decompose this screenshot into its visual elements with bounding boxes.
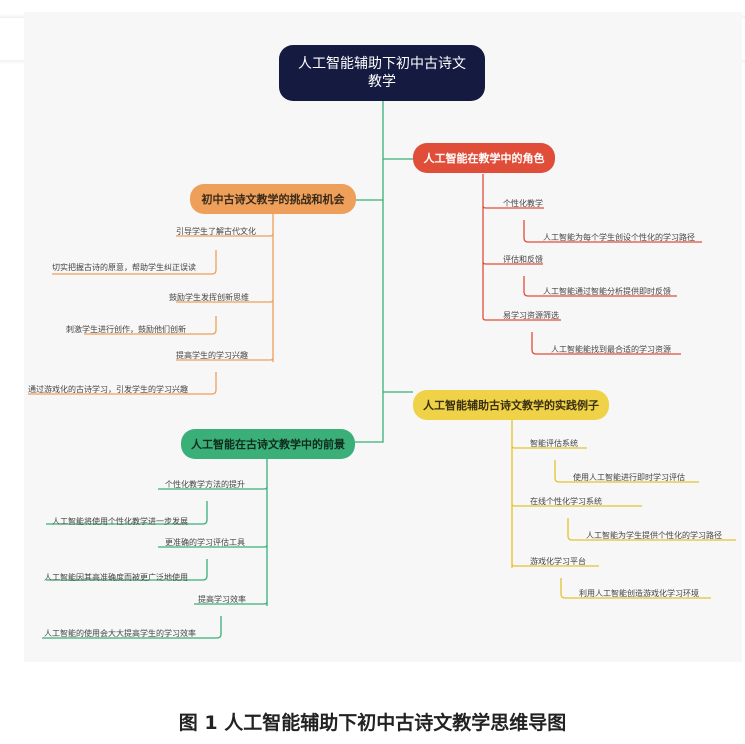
practice-item-1: 智能评估系统 (530, 439, 578, 448)
roles-detail-1: 人工智能为每个学生创设个性化的学习路径 (543, 233, 695, 242)
challenges-item-3: 提高学生的学习兴趣 (176, 351, 248, 360)
prospects-item-1: 个性化教学方法的提升 (165, 480, 245, 489)
practice-item-2: 在线个性化学习系统 (530, 497, 602, 506)
practice-item-3: 游戏化学习平台 (530, 557, 586, 566)
challenges-detail-2: 刺激学生进行创作，鼓励他们创新 (66, 325, 186, 334)
figure-caption: 图 1 人工智能辅助下初中古诗文教学思维导图 (178, 712, 567, 734)
roles-detail-2: 人工智能通过智能分析提供即时反馈 (543, 287, 671, 296)
roles-item-1: 个性化教学 (503, 199, 543, 208)
roles-item-2: 评估和反馈 (503, 255, 543, 264)
practice-detail-2: 人工智能为学生提供个性化的学习路径 (586, 531, 722, 540)
challenges-item-2: 鼓励学生发挥创新思维 (169, 293, 249, 302)
prospects-detail-3: 人工智能的使用会大大提高学生的学习效率 (44, 629, 196, 638)
mind-map: 人工智能辅助下初中古诗文教学 人工智能在教学中的角色 初中古诗文教学的挑战和机会… (24, 12, 742, 662)
prospects-item-2: 更准确的学习评估工具 (165, 538, 245, 547)
challenges-detail-3: 通过游戏化的古诗学习，引发学生的学习兴趣 (28, 385, 188, 394)
branch-prospects[interactable]: 人工智能在古诗文教学中的前景 (181, 429, 355, 459)
challenges-lines (28, 214, 274, 395)
trunk-line (355, 101, 384, 443)
challenges-detail-1: 切实把握古诗的原意，帮助学生纠正误读 (52, 263, 196, 272)
root-topic[interactable]: 人工智能辅助下初中古诗文教学 (279, 45, 485, 101)
practice-detail-1: 使用人工智能进行即时学习评估 (573, 473, 685, 482)
prospects-detail-1: 人工智能将使用个性化教学进一步发展 (52, 517, 188, 526)
prospects-detail-2: 人工智能因其高准确度而被更广泛地使用 (44, 573, 188, 582)
branch-roles[interactable]: 人工智能在教学中的角色 (413, 143, 555, 173)
roles-lines (482, 174, 702, 355)
practice-detail-3: 利用人工智能创造游戏化学习环境 (579, 589, 699, 598)
roles-detail-3: 人工智能能找到最合适的学习资源 (551, 345, 671, 354)
connector-lines (28, 101, 736, 639)
branch-practice[interactable]: 人工智能辅助古诗文教学的实践例子 (413, 390, 609, 420)
branch-challenges[interactable]: 初中古诗文教学的挑战和机会 (190, 184, 356, 214)
prospects-lines (42, 458, 268, 639)
challenges-item-1: 引导学生了解古代文化 (176, 227, 256, 236)
practice-lines (511, 420, 736, 599)
roles-item-3: 易学习资源筛选 (503, 311, 559, 320)
prospects-item-3: 提高学习效率 (198, 595, 246, 604)
